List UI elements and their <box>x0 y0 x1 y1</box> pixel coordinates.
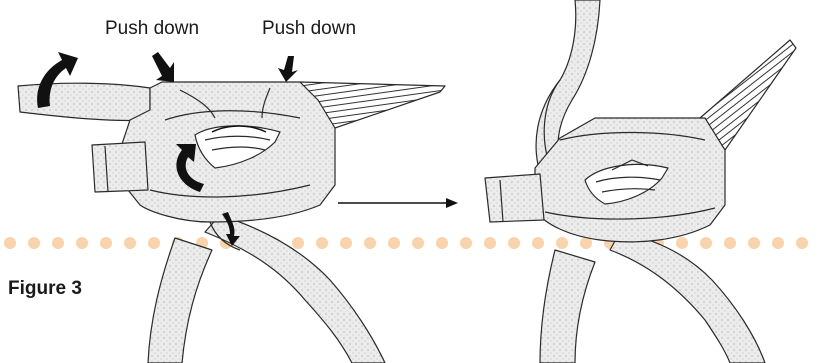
dot <box>148 237 160 249</box>
figure-label: Figure 3 <box>8 278 82 300</box>
dot <box>52 237 64 249</box>
dot <box>100 237 112 249</box>
dot <box>676 237 688 249</box>
left-lower-strap <box>148 238 212 363</box>
left-tab <box>92 142 148 192</box>
dot <box>724 237 736 249</box>
dot <box>364 237 376 249</box>
dot <box>340 237 352 249</box>
dot <box>4 237 16 249</box>
dot <box>700 237 712 249</box>
dot <box>460 237 472 249</box>
lower-strap-right <box>610 232 765 363</box>
dot <box>484 237 496 249</box>
dot <box>772 237 784 249</box>
dot <box>316 237 328 249</box>
down-arrow-icon <box>152 52 174 82</box>
dot <box>436 237 448 249</box>
down-arrow-icon <box>278 56 298 82</box>
dotted-line <box>4 237 808 249</box>
diaper-after <box>485 0 796 363</box>
dot <box>124 237 136 249</box>
right-arrow-icon <box>338 198 458 208</box>
dot <box>412 237 424 249</box>
dot <box>76 237 88 249</box>
push-down-label-right: Push down <box>262 18 356 40</box>
dot <box>796 237 808 249</box>
dot <box>28 237 40 249</box>
dot <box>388 237 400 249</box>
dot <box>292 237 304 249</box>
lower-strap-left <box>540 250 595 363</box>
dot <box>532 237 544 249</box>
dot <box>556 237 568 249</box>
push-down-label-left: Push down <box>105 18 199 40</box>
dot <box>508 237 520 249</box>
after-left-tab <box>485 174 544 222</box>
dot <box>748 237 760 249</box>
